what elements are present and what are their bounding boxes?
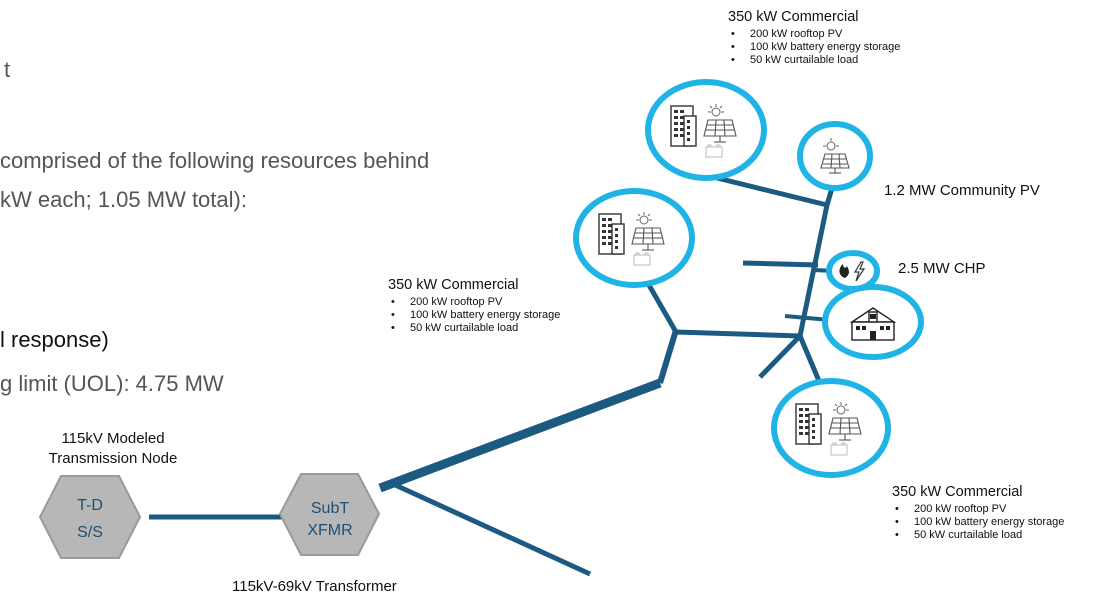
open-lateral: [742, 260, 819, 268]
subt-label-2: XFMR: [307, 522, 352, 539]
list-item: 50 kW curtailable load: [388, 322, 560, 335]
top-commercial-lateral: [704, 172, 828, 208]
mid-commercial-label: 350 kW Commercial 200 kW rooftop PV 100 …: [388, 277, 560, 335]
transmission-node-label: 115kV Modeled Transmission Node: [28, 429, 198, 469]
chp-flame-bolt-icon: [839, 261, 866, 282]
slide-text-line-4: l response): [0, 327, 109, 352]
list-item: 100 kW battery energy storage: [388, 309, 560, 322]
bottom-commercial-label: 350 kW Commercial 200 kW rooftop PV 100 …: [892, 484, 1064, 542]
list-item: 200 kW rooftop PV: [728, 28, 900, 41]
list-item: 100 kW battery energy storage: [892, 516, 1064, 529]
list-item: 200 kW rooftop PV: [388, 296, 560, 309]
trunk-riser: [657, 329, 679, 384]
slide-text-line-3: kW each; 1.05 MW total):: [0, 187, 247, 212]
list-item: 100 kW battery energy storage: [728, 41, 900, 54]
td-label-2: S/S: [77, 524, 103, 541]
transformer-label: 115kV-69kV Transformer: [232, 578, 397, 595]
short-stub: [758, 334, 802, 379]
top-commercial-list: 200 kW rooftop PV 100 kW battery energy …: [728, 28, 900, 67]
transmission-node-label-line-2: Transmission Node: [48, 450, 178, 467]
feeder-lines: [149, 172, 838, 577]
community-pv-label: 1.2 MW Community PV: [884, 182, 1040, 199]
list-item: 50 kW curtailable load: [728, 54, 900, 67]
top-commercial-label: 350 kW Commercial 200 kW rooftop PV 100 …: [728, 9, 900, 67]
main-trunk: [378, 378, 662, 493]
lower-branch: [391, 481, 592, 577]
slide-text-line-2: comprised of the following resources beh…: [0, 148, 430, 173]
chp-label: 2.5 MW CHP: [898, 260, 986, 277]
subt-label-1: SubT: [311, 500, 349, 517]
school-building-icon: [849, 307, 897, 341]
transmission-node-label-line-1: 115kV Modeled: [61, 430, 165, 447]
subt-transformer-hexagon: [278, 473, 381, 556]
top-commercial-title: 350 kW Commercial: [728, 9, 859, 25]
td-label-1: T-D: [77, 497, 103, 514]
mid-lateral: [675, 329, 801, 339]
list-item: 200 kW rooftop PV: [892, 503, 1064, 516]
td-substation-hexagon: [38, 475, 142, 559]
slide-text-line-5: g limit (UOL): 4.75 MW: [0, 371, 224, 396]
list-item: 50 kW curtailable load: [892, 529, 1064, 542]
mid-commercial-title: 350 kW Commercial: [388, 277, 519, 293]
mid-commercial-list: 200 kW rooftop PV 100 kW battery energy …: [388, 296, 560, 335]
slide-text-line-1: t: [4, 57, 11, 82]
bottom-commercial-title: 350 kW Commercial: [892, 484, 1023, 500]
bottom-commercial-list: 200 kW rooftop PV 100 kW battery energy …: [892, 503, 1064, 542]
chp-circle: [826, 250, 880, 292]
